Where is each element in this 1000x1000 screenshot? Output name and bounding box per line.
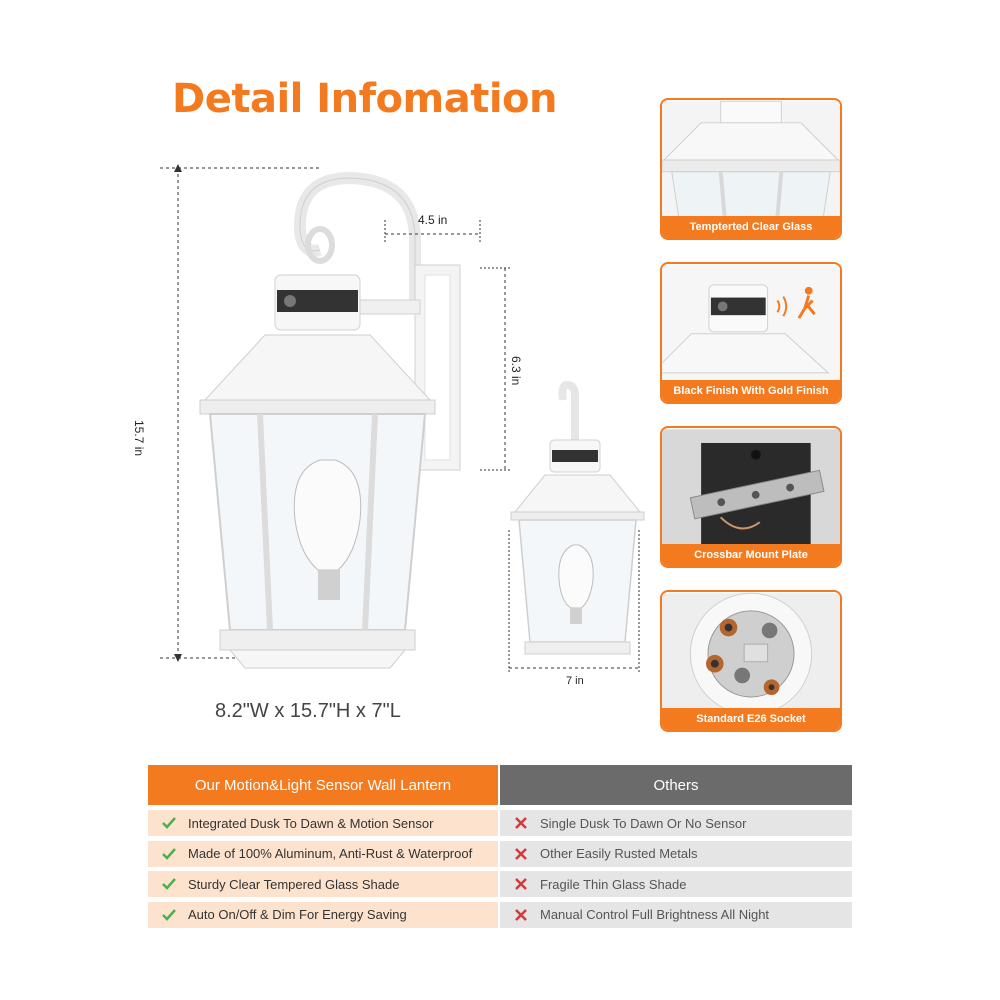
table-row: Sturdy Clear Tempered Glass Shade Fragil…	[148, 871, 852, 897]
mount-plate-image	[662, 429, 840, 545]
check-icon	[162, 847, 176, 861]
ours-cell: Made of 100% Aluminum, Anti-Rust & Water…	[148, 840, 498, 867]
others-feature-text: Single Dusk To Dawn Or No Sensor	[540, 815, 747, 831]
check-icon	[162, 877, 176, 891]
small-lantern-image	[508, 380, 645, 672]
others-cell: Fragile Thin Glass Shade	[500, 871, 852, 897]
check-icon	[162, 908, 176, 922]
ours-cell: Integrated Dusk To Dawn & Motion Sensor	[148, 810, 498, 836]
feature-caption: Black Finish With Gold Finish	[662, 380, 840, 402]
others-feature-text: Other Easily Rusted Metals	[540, 846, 698, 861]
depth-dimension-label: 4.5 in	[418, 213, 448, 227]
feature-caption: Tempterted Clear Glass	[662, 216, 840, 238]
others-feature-text: Manual Control Full Brightness All Night	[540, 907, 770, 922]
ours-header: Our Motion&Light Sensor Wall Lantern	[148, 765, 498, 805]
feature-caption: Standard E26 Socket	[662, 708, 840, 730]
width-dimension-label: 7 in	[566, 675, 584, 687]
ours-cell: Sturdy Clear Tempered Glass Shade	[148, 871, 498, 897]
glass-detail-image	[662, 100, 840, 218]
ours-feature-text: Integrated Dusk To Dawn & Motion Sensor	[188, 815, 434, 831]
ours-feature-text: Sturdy Clear Tempered Glass Shade	[188, 876, 400, 892]
table-row: Made of 100% Aluminum, Anti-Rust & Water…	[148, 840, 852, 867]
socket-image	[662, 592, 840, 710]
cross-icon	[514, 877, 528, 891]
cross-icon	[514, 908, 528, 922]
feature-caption: Crossbar Mount Plate	[662, 544, 840, 566]
others-feature-text: Fragile Thin Glass Shade	[540, 876, 687, 892]
others-cell: Other Easily Rusted Metals	[500, 840, 852, 867]
others-cell: Manual Control Full Brightness All Night	[500, 901, 852, 928]
comparison-table: Our Motion&Light Sensor Wall Lantern Oth…	[148, 765, 852, 932]
comparison-header: Our Motion&Light Sensor Wall Lantern Oth…	[148, 765, 852, 805]
ours-feature-text: Auto On/Off & Dim For Energy Saving	[188, 907, 407, 922]
page-title: Detail Infomation	[172, 76, 558, 122]
size-summary: 8.2"W x 15.7"H x 7"L	[215, 700, 401, 722]
sensor-detail-image	[662, 265, 840, 381]
ours-feature-text: Made of 100% Aluminum, Anti-Rust & Water…	[188, 846, 473, 861]
others-cell: Single Dusk To Dawn Or No Sensor	[500, 810, 852, 836]
height-dimension-label: 15.7 in	[132, 420, 146, 457]
ours-cell: Auto On/Off & Dim For Energy Saving	[148, 901, 498, 928]
feature-card-socket: Standard E26 Socket	[660, 590, 842, 732]
large-lantern-image	[160, 164, 510, 669]
cross-icon	[514, 847, 528, 861]
table-row: Integrated Dusk To Dawn & Motion Sensor …	[148, 810, 852, 836]
others-header: Others	[500, 765, 852, 805]
check-icon	[162, 816, 176, 830]
table-row: Auto On/Off & Dim For Energy Saving Manu…	[148, 901, 852, 928]
feature-card-sensor: Black Finish With Gold Finish	[660, 262, 842, 404]
feature-card-glass: Tempterted Clear Glass	[660, 98, 842, 240]
feature-card-mount: Crossbar Mount Plate	[660, 426, 842, 568]
cross-icon	[514, 816, 528, 830]
